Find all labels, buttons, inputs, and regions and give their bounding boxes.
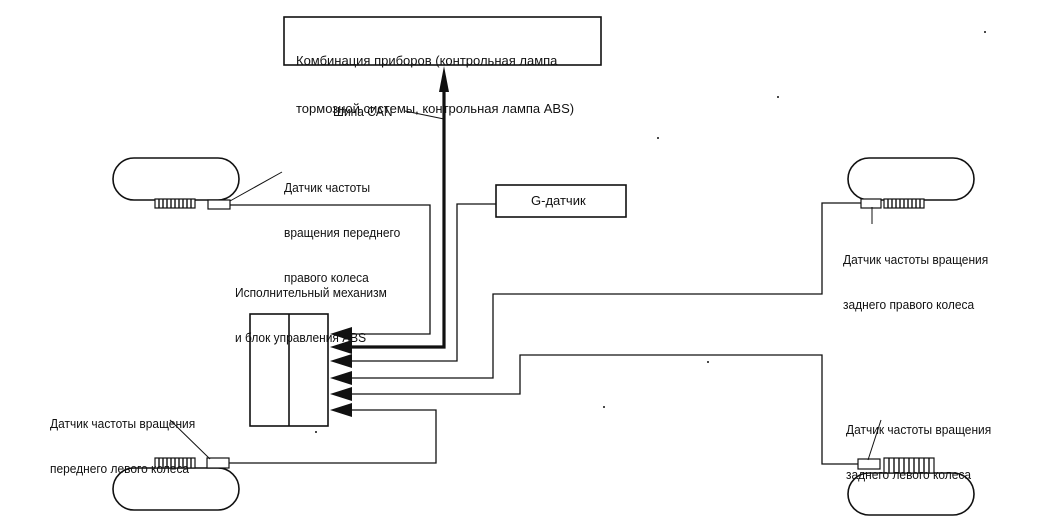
g-sensor-box — [495, 184, 627, 218]
wire-rear-right — [350, 202, 861, 379]
g-sensor-label: G-датчик — [531, 193, 586, 208]
sensor-rear-left-label: Датчик частоты вращения заднего левого к… — [846, 422, 992, 482]
leader-rear-left — [867, 419, 882, 461]
sensor-front-right-label: Датчик частоты вращения переднего правог… — [284, 180, 401, 285]
instrument-cluster-box — [283, 16, 602, 66]
wire-rear-left — [350, 354, 858, 465]
leader-can-bus — [404, 110, 445, 120]
wire-front-left — [229, 409, 437, 464]
scan-specks — [315, 31, 986, 433]
can-bus-label: Шина CAN — [333, 104, 393, 119]
wire-g-sensor — [350, 203, 496, 362]
can-bus-line — [350, 66, 449, 349]
wheel-rear-right — [847, 157, 975, 209]
sensor-head-front-right — [207, 199, 231, 210]
abs-unit-label: Исполнительный механизм и блок управлени… — [235, 285, 387, 345]
sensor-front-left-label: Датчик частоты вращения переднего левого… — [50, 416, 196, 476]
leader-front-left — [169, 419, 211, 460]
wheel-rear-left — [847, 457, 975, 516]
wheel-front-right — [112, 157, 240, 209]
abs-control-unit — [249, 313, 329, 427]
wire-front-right — [230, 204, 431, 335]
wheel-front-left — [112, 457, 240, 511]
sensor-head-front-left — [206, 457, 230, 469]
abs-connector-arrows — [330, 327, 352, 417]
instrument-cluster-label: Комбинация приборов (контрольная лампа т… — [296, 53, 575, 116]
sensor-rear-right-label: Датчик частоты вращения заднего правого … — [843, 252, 989, 312]
sensor-head-rear-right — [860, 198, 882, 209]
leader-front-right — [229, 171, 283, 202]
